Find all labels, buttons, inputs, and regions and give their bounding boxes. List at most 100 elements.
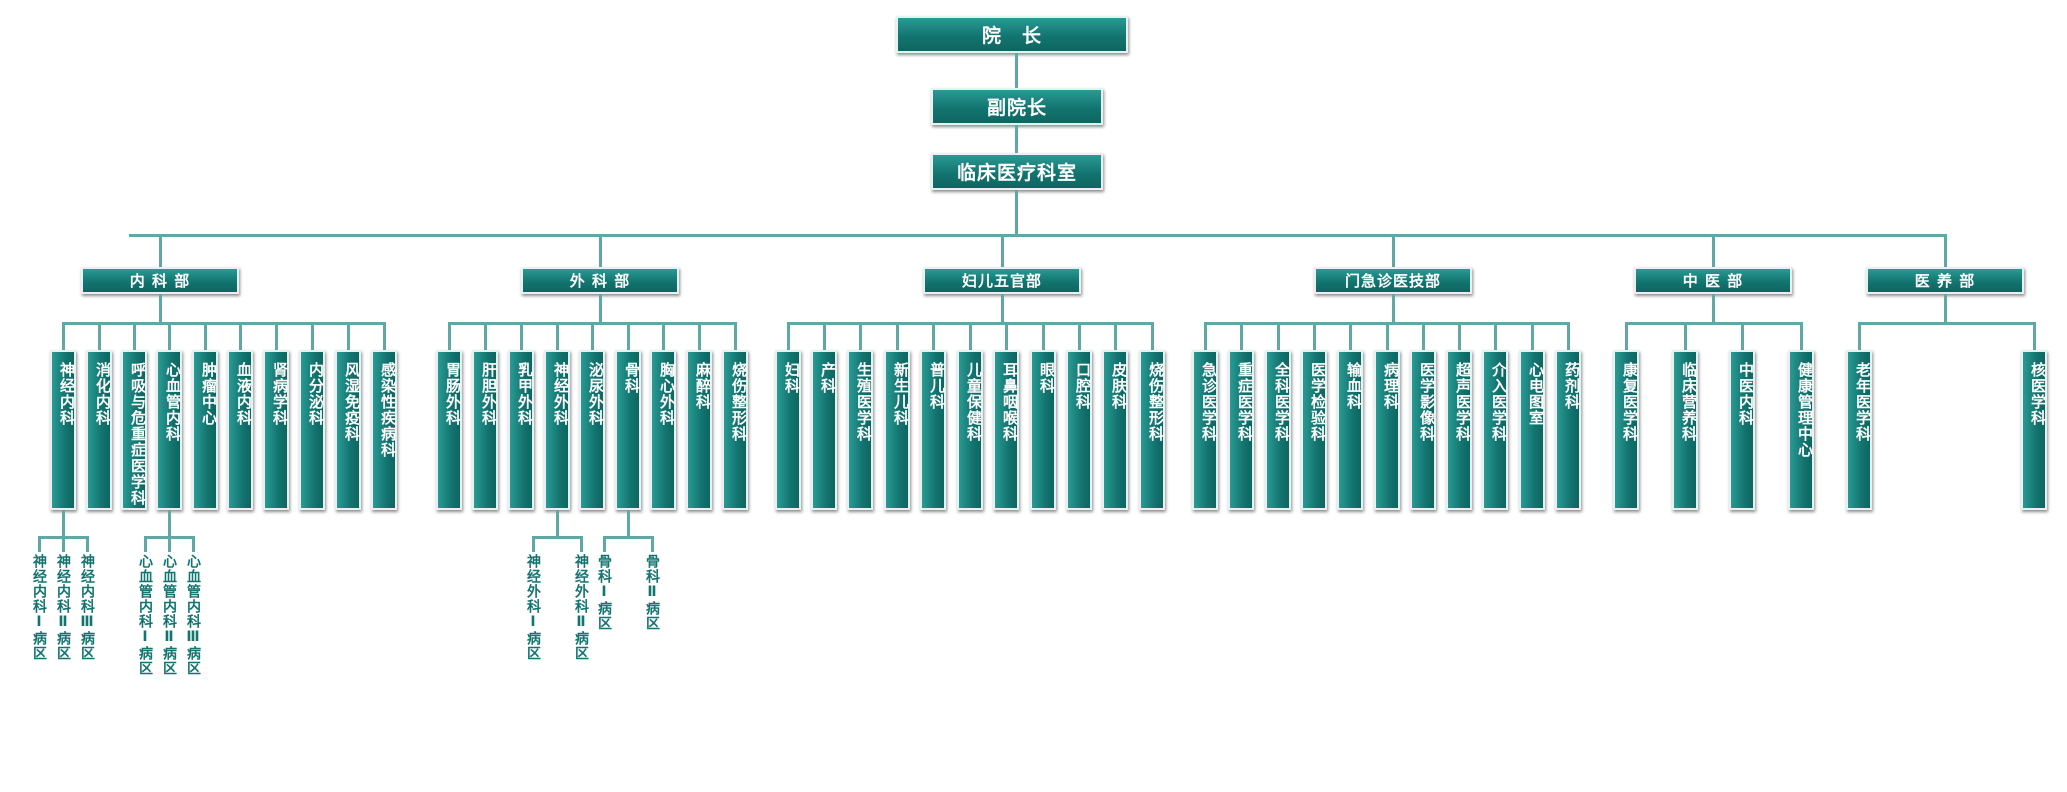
connector-subunits	[168, 510, 171, 536]
department-box: 烧伤整形科	[1139, 350, 1165, 510]
connector-department	[627, 322, 630, 350]
connector-department	[1349, 322, 1352, 350]
department-box: 风湿免疫科	[335, 350, 361, 510]
connector-department	[1313, 322, 1316, 350]
department-box: 心血管内科	[156, 350, 182, 510]
division-box-6: 医 养 部	[1866, 267, 2024, 294]
connector-department	[698, 322, 701, 350]
connector-department	[168, 322, 171, 350]
department-box: 输血科	[1337, 350, 1363, 510]
department-box: 皮肤科	[1102, 350, 1128, 510]
connector-subunit	[168, 536, 171, 552]
department-box: 儿童保健科	[957, 350, 983, 510]
ward-label: 心血管内科Ⅰ病区	[137, 554, 153, 676]
connector-subunits	[627, 510, 630, 536]
department-box: 老年医学科	[1846, 350, 1872, 510]
connector-department	[520, 322, 523, 350]
department-box: 内分泌科	[299, 350, 325, 510]
connector-department	[969, 322, 972, 350]
connector-department	[1494, 322, 1497, 350]
department-box: 新生儿科	[884, 350, 910, 510]
division-bus	[129, 234, 1947, 237]
connector-department	[239, 322, 242, 350]
connector-division-6	[1944, 234, 1947, 267]
connector-division-5	[1712, 234, 1715, 267]
connector-department	[1684, 322, 1687, 350]
connector-department	[1114, 322, 1117, 350]
department-box: 健康管理中心	[1788, 350, 1814, 510]
connector-department	[1151, 322, 1154, 350]
connector-subunits	[62, 510, 65, 536]
connector-department	[275, 322, 278, 350]
department-box: 麻醉科	[686, 350, 712, 510]
department-box: 生殖医学科	[847, 350, 873, 510]
connector-subunit	[580, 536, 583, 552]
department-box: 临床营养科	[1672, 350, 1698, 510]
connector-department	[859, 322, 862, 350]
ward-label: 神经外科Ⅰ病区	[525, 554, 541, 661]
ward-label: 心血管内科Ⅱ病区	[161, 554, 177, 676]
connector-subunit	[38, 536, 41, 552]
department-box: 口腔科	[1066, 350, 1092, 510]
department-box: 重症医学科	[1228, 350, 1254, 510]
division-label: 外 科 部	[569, 272, 631, 290]
department-box: 消化内科	[86, 350, 112, 510]
department-box: 呼吸与危重症医学科	[121, 350, 147, 510]
connector-subunit	[86, 536, 89, 552]
ward-label: 心血管内科Ⅲ病区	[185, 554, 201, 676]
clinical-departments-label: 临床医疗科室	[956, 162, 1077, 184]
department-box: 急诊医学科	[1192, 350, 1218, 510]
ward-label: 神经内科Ⅰ病区	[31, 554, 47, 661]
connector-department	[1458, 322, 1461, 350]
connector-division-4	[1392, 234, 1395, 267]
connector-department	[204, 322, 207, 350]
connector-vice-clinical	[1015, 125, 1018, 153]
connector-department	[448, 322, 451, 350]
connector-division-1-bus	[159, 294, 162, 322]
department-box: 乳甲外科	[508, 350, 534, 510]
connector-department	[1741, 322, 1744, 350]
department-box: 介入医学科	[1482, 350, 1508, 510]
connector-department	[1858, 322, 1861, 350]
connector-subunit	[62, 536, 65, 552]
connector-subunit	[603, 536, 606, 552]
ward-label: 骨科Ⅰ病区	[596, 554, 612, 631]
department-box: 眼科	[1030, 350, 1056, 510]
connector-department	[662, 322, 665, 350]
department-box: 医学影像科	[1410, 350, 1436, 510]
division-label: 妇儿五官部	[961, 272, 1042, 290]
department-box: 全科医学科	[1265, 350, 1291, 510]
department-box: 肝胆外科	[472, 350, 498, 510]
connector-department	[1204, 322, 1207, 350]
connector-subunit	[651, 536, 654, 552]
ward-label: 神经外科Ⅱ病区	[573, 554, 589, 661]
connector-department	[932, 322, 935, 350]
connector-department	[1386, 322, 1389, 350]
connector-division-2-bus	[599, 294, 602, 322]
connector-department	[62, 322, 65, 350]
department-box: 妇科	[775, 350, 801, 510]
department-box: 病理科	[1374, 350, 1400, 510]
vice-president-label: 副院长	[986, 97, 1047, 119]
department-bus-5	[1625, 322, 1803, 325]
connector-department	[133, 322, 136, 350]
connector-department	[734, 322, 737, 350]
division-box-5: 中 医 部	[1634, 267, 1792, 294]
connector-department	[896, 322, 899, 350]
connector-department	[1042, 322, 1045, 350]
connector-division-2	[599, 234, 602, 267]
department-box: 感染性疾病科	[371, 350, 397, 510]
department-box: 核医学科	[2021, 350, 2047, 510]
connector-subunit	[144, 536, 147, 552]
division-label: 门急诊医技部	[1344, 272, 1441, 290]
department-box: 普儿科	[920, 350, 946, 510]
connector-president-vice	[1015, 53, 1018, 88]
connector-subunit	[532, 536, 535, 552]
connector-department	[347, 322, 350, 350]
connector-division-4-bus	[1392, 294, 1395, 322]
connector-subunit	[192, 536, 195, 552]
department-box: 骨科	[615, 350, 641, 510]
connector-division-5-bus	[1712, 294, 1715, 322]
department-box: 神经内科	[50, 350, 76, 510]
connector-department	[556, 322, 559, 350]
